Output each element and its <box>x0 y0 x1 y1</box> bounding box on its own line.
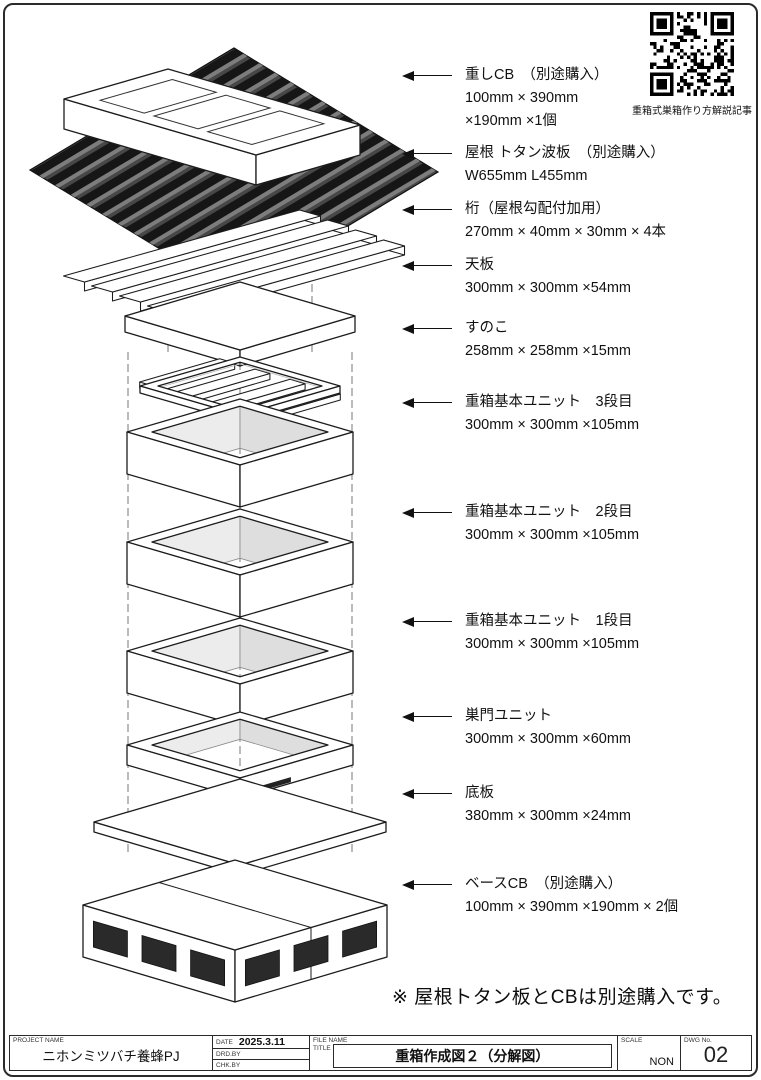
label-dims: 300mm × 300mm ×60mm <box>465 731 632 747</box>
title-block-meta-cell: DATE 2025.3.11 DRD.BY CHK.BY <box>213 1036 310 1070</box>
leader-arrow <box>402 711 452 722</box>
arrow-shaft <box>414 620 452 623</box>
arrowhead-icon <box>402 616 414 627</box>
title-block-scale-cell: SCALE NON <box>618 1036 681 1070</box>
leader-arrow <box>402 323 452 334</box>
label-text: 重箱基本ユニット 2段目 <box>465 504 633 520</box>
label-dims: 270mm × 40mm × 30mm × 4本 <box>465 224 667 240</box>
arrowhead-icon <box>402 323 414 334</box>
label-roof-sheet: 屋根 トタン波板 （別途購入） W655mm L455mm <box>402 142 665 188</box>
label-dims: 300mm × 300mm ×105mm <box>465 527 640 543</box>
scale-value: NON <box>649 1056 674 1068</box>
arrowhead-icon <box>402 397 414 408</box>
drawing-title: 重箱作成図２（分解図） <box>332 1044 612 1068</box>
label-dims: ×190mm ×1個 <box>465 113 557 129</box>
chk-by-label: CHK.BY <box>216 1061 241 1069</box>
label-bottom-board: 底板 380mm × 300mm ×24mm <box>402 782 631 828</box>
title-block: PROJECT NAME ニホンミツバチ養蜂PJ DATE 2025.3.11 … <box>9 1035 752 1071</box>
label-dims: 300mm × 300mm ×54mm <box>465 280 632 296</box>
label-text: ベースCB （別途購入） <box>465 876 623 892</box>
arrowhead-icon <box>402 148 414 159</box>
title-row: TITLE 重箱作成図２（分解図） <box>310 1044 617 1070</box>
arrowhead-icon <box>402 507 414 518</box>
drd-by-row: DRD.BY <box>213 1049 309 1060</box>
arrowhead-icon <box>402 260 414 271</box>
file-name-label: FILE NAME <box>313 1037 348 1044</box>
label-text: 底板 <box>465 785 494 801</box>
leader-arrow <box>402 397 452 408</box>
title-block-dwg-cell: DWG No. 02 <box>681 1036 751 1070</box>
arrow-shaft <box>414 792 452 795</box>
arrowhead-icon <box>402 70 414 81</box>
scale-label: SCALE <box>621 1037 643 1044</box>
label-entrance-unit: 巣門ユニット 300mm × 300mm ×60mm <box>402 705 631 751</box>
label-box-unit-2: 重箱基本ユニット 2段目 300mm × 300mm ×105mm <box>402 501 639 547</box>
label-dims: 258mm × 258mm ×15mm <box>465 343 632 359</box>
label-text: 天板 <box>465 257 494 273</box>
leader-arrow <box>402 788 452 799</box>
leader-arrow <box>402 70 452 81</box>
label-sunoko: すのこ 258mm × 258mm ×15mm <box>402 317 631 363</box>
qr-code <box>650 12 734 96</box>
leader-arrow <box>402 879 452 890</box>
purchase-note: ※ 屋根トタン板とCBは別途購入です。 <box>392 987 733 1008</box>
label-dims: W655mm L455mm <box>465 168 588 184</box>
arrow-shaft <box>414 511 452 514</box>
arrow-shaft <box>414 152 452 155</box>
title-block-project-cell: PROJECT NAME ニホンミツバチ養蜂PJ <box>10 1036 213 1070</box>
title-block-title-cell: FILE NAME TITLE 重箱作成図２（分解図） <box>310 1036 618 1070</box>
date-row: DATE 2025.3.11 <box>213 1036 309 1049</box>
label-text: 重箱基本ユニット 3段目 <box>465 394 633 410</box>
arrow-shaft <box>414 327 452 330</box>
arrow-shaft <box>414 264 452 267</box>
leader-arrow <box>402 260 452 271</box>
arrow-shaft <box>414 208 452 211</box>
project-name: ニホンミツバチ養蜂PJ <box>42 1049 180 1064</box>
arrow-shaft <box>414 715 452 718</box>
label-text: 重箱基本ユニット 1段目 <box>465 613 633 629</box>
label-dims: 300mm × 300mm ×105mm <box>465 636 640 652</box>
label-box-unit-1: 重箱基本ユニット 1段目 300mm × 300mm ×105mm <box>402 610 639 656</box>
project-name-label: PROJECT NAME <box>13 1037 64 1044</box>
label-box-unit-3: 重箱基本ユニット 3段目 300mm × 300mm ×105mm <box>402 391 639 437</box>
label-base-cb: ベースCB （別途購入） 100mm × 390mm ×190mm × 2個 <box>402 873 678 919</box>
label-top-board: 天板 300mm × 300mm ×54mm <box>402 254 631 300</box>
date-label: DATE <box>216 1038 233 1046</box>
label-dims: 100mm × 390mm ×190mm × 2個 <box>465 899 679 915</box>
arrowhead-icon <box>402 711 414 722</box>
arrowhead-icon <box>402 204 414 215</box>
arrowhead-icon <box>402 879 414 890</box>
title-label: TITLE <box>313 1045 331 1052</box>
drd-by-label: DRD.BY <box>216 1050 241 1058</box>
label-text: 屋根 トタン波板 （別途購入） <box>465 145 665 161</box>
arrow-shaft <box>414 401 452 404</box>
leader-arrow <box>402 148 452 159</box>
qr-caption: 重箱式巣箱作り方解説記事 <box>632 106 752 117</box>
arrow-shaft <box>414 74 452 77</box>
label-girder: 桁（屋根勾配付加用） 270mm × 40mm × 30mm × 4本 <box>402 198 666 244</box>
dwg-no-label: DWG No. <box>684 1037 712 1044</box>
label-text: すのこ <box>465 320 509 336</box>
label-dims: 300mm × 300mm ×105mm <box>465 417 640 433</box>
label-text: 重しCB （別途購入） <box>465 67 609 83</box>
chk-by-row: CHK.BY <box>213 1060 309 1070</box>
label-text: 桁（屋根勾配付加用） <box>465 201 610 217</box>
leader-arrow <box>402 204 452 215</box>
label-weight-cb: 重しCB （別途購入） 100mm × 390mm ×190mm ×1個 <box>402 64 608 133</box>
arrow-shaft <box>414 883 452 886</box>
leader-arrow <box>402 616 452 627</box>
label-text: 巣門ユニット <box>465 708 552 724</box>
dwg-no: 02 <box>703 1042 729 1067</box>
label-dims: 380mm × 300mm ×24mm <box>465 808 632 824</box>
label-dims: 100mm × 390mm <box>465 90 579 106</box>
date-value: 2025.3.11 <box>238 1036 285 1048</box>
sheet-border-frame <box>3 3 758 1077</box>
arrowhead-icon <box>402 788 414 799</box>
leader-arrow <box>402 507 452 518</box>
